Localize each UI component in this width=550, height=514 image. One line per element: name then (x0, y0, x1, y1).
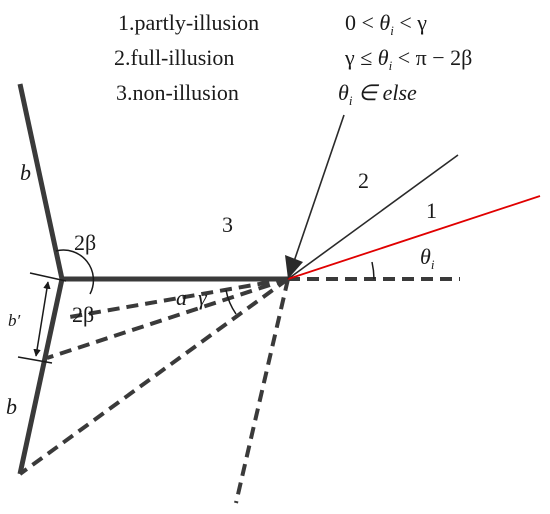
legend-condition-partly: 0 < θi < γ (345, 10, 427, 38)
label-side-b-bottom: b (6, 394, 17, 419)
angle-2beta-bottom-text: 2β (72, 302, 94, 327)
label-side-b-top: b (20, 160, 31, 185)
condition-partly-prefix: 0 < (345, 10, 379, 35)
dashed-downward-edge (234, 278, 290, 504)
condition-full-subscript: i (389, 58, 393, 73)
condition-full-suffix: < π − 2β (392, 45, 472, 70)
label-region-3: 3 (222, 212, 233, 237)
label-theta-i: θi (420, 244, 435, 272)
b-prime-dimension (17, 272, 67, 364)
condition-non-suffix: ∈ else (352, 80, 417, 105)
legend-item-full-illusion: 2.full-illusion (114, 45, 234, 70)
legend: 1.partly-illusion 2.full-illusion 3.non-… (114, 10, 472, 108)
legend-item-non-illusion: 3.non-illusion (116, 80, 239, 105)
theta-subscript: i (431, 257, 435, 272)
legend-condition-non: θi ∈ else (338, 80, 417, 108)
incident-rays (285, 114, 541, 280)
angle-2beta-top-text: 2β (74, 230, 96, 255)
label-angle-2beta-bottom: 2β (72, 302, 94, 327)
diagram-labels: 2 1 3 b b b′ 2β 2β a γ θi (6, 160, 437, 419)
dashed-edge-to-bottom (18, 277, 290, 476)
label-edge-a: a (176, 285, 187, 310)
condition-full-theta: θ (378, 45, 389, 70)
b-prime-arrow (33, 281, 51, 357)
condition-partly-theta: θ (379, 10, 390, 35)
condition-partly-suffix: < γ (394, 10, 427, 35)
angle-gamma-arc (225, 289, 237, 315)
ray-non-illusion (287, 114, 345, 280)
angle-arcs (55, 249, 375, 315)
label-ray-1: 1 (426, 198, 437, 223)
ray-full-illusion (287, 154, 459, 280)
label-ray-2: 2 (358, 168, 369, 193)
legend-item-partly-illusion: 1.partly-illusion (118, 10, 259, 35)
angle-theta-arc (371, 261, 375, 280)
b-prime-tick-top (29, 272, 67, 282)
condition-non-theta: θ (338, 80, 349, 105)
label-angle-gamma: γ (198, 285, 208, 310)
ray-partly-illusion (287, 195, 541, 280)
b-prime-tick-bottom (17, 356, 53, 364)
dashed-edge-to-b-prime (46, 277, 289, 360)
upper-slant-edge-b (17, 83, 65, 280)
structure-solid (17, 83, 288, 475)
legend-condition-full: γ ≤ θi < π − 2β (344, 45, 472, 73)
angle-2beta-arc (55, 249, 95, 295)
lower-slant-edge (17, 278, 65, 475)
condition-partly-subscript: i (390, 23, 394, 38)
label-angle-2beta-top: 2β (74, 230, 96, 255)
condition-full-prefix: γ ≤ (344, 45, 378, 70)
theta-symbol: θ (420, 244, 431, 269)
condition-non-subscript: i (349, 93, 353, 108)
label-side-b-prime: b′ (8, 311, 21, 330)
convergence-arrowhead-icon (285, 255, 303, 279)
